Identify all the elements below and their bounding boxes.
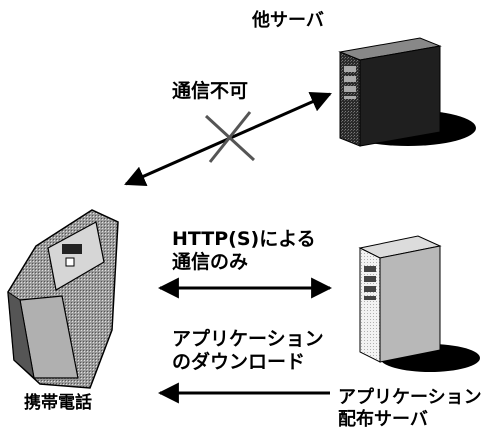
app-server-label: アプリケーション 配布サーバ bbox=[338, 387, 482, 430]
http-communication-label: HTTP(S)による 通信のみ bbox=[172, 228, 316, 274]
http-label-line2: 通信のみ bbox=[172, 250, 249, 273]
other-server-label-text: 他サーバ bbox=[252, 10, 324, 31]
app-server-label-line1: アプリケーション bbox=[338, 387, 482, 408]
app-server-label-line2: 配布サーバ bbox=[338, 408, 428, 430]
no-communication-label: 通信不可 bbox=[172, 80, 248, 103]
download-label: アプリケーション のダウンロード bbox=[172, 328, 324, 374]
download-label-line2: のダウンロード bbox=[172, 350, 306, 373]
mobile-phone-icon bbox=[7, 209, 119, 389]
other-server-label: 他サーバ bbox=[252, 10, 324, 32]
mobile-phone-label: 携帯電話 bbox=[24, 393, 92, 413]
other-server-icon bbox=[338, 37, 476, 147]
mobile-phone-label-text: 携帯電話 bbox=[24, 393, 92, 413]
http-label-line1: HTTP(S)による bbox=[172, 228, 316, 250]
download-label-line1: アプリケーション bbox=[172, 328, 324, 350]
no-communication-label-text: 通信不可 bbox=[172, 80, 249, 102]
cross-mark bbox=[204, 111, 256, 163]
app-server-icon bbox=[358, 235, 480, 372]
